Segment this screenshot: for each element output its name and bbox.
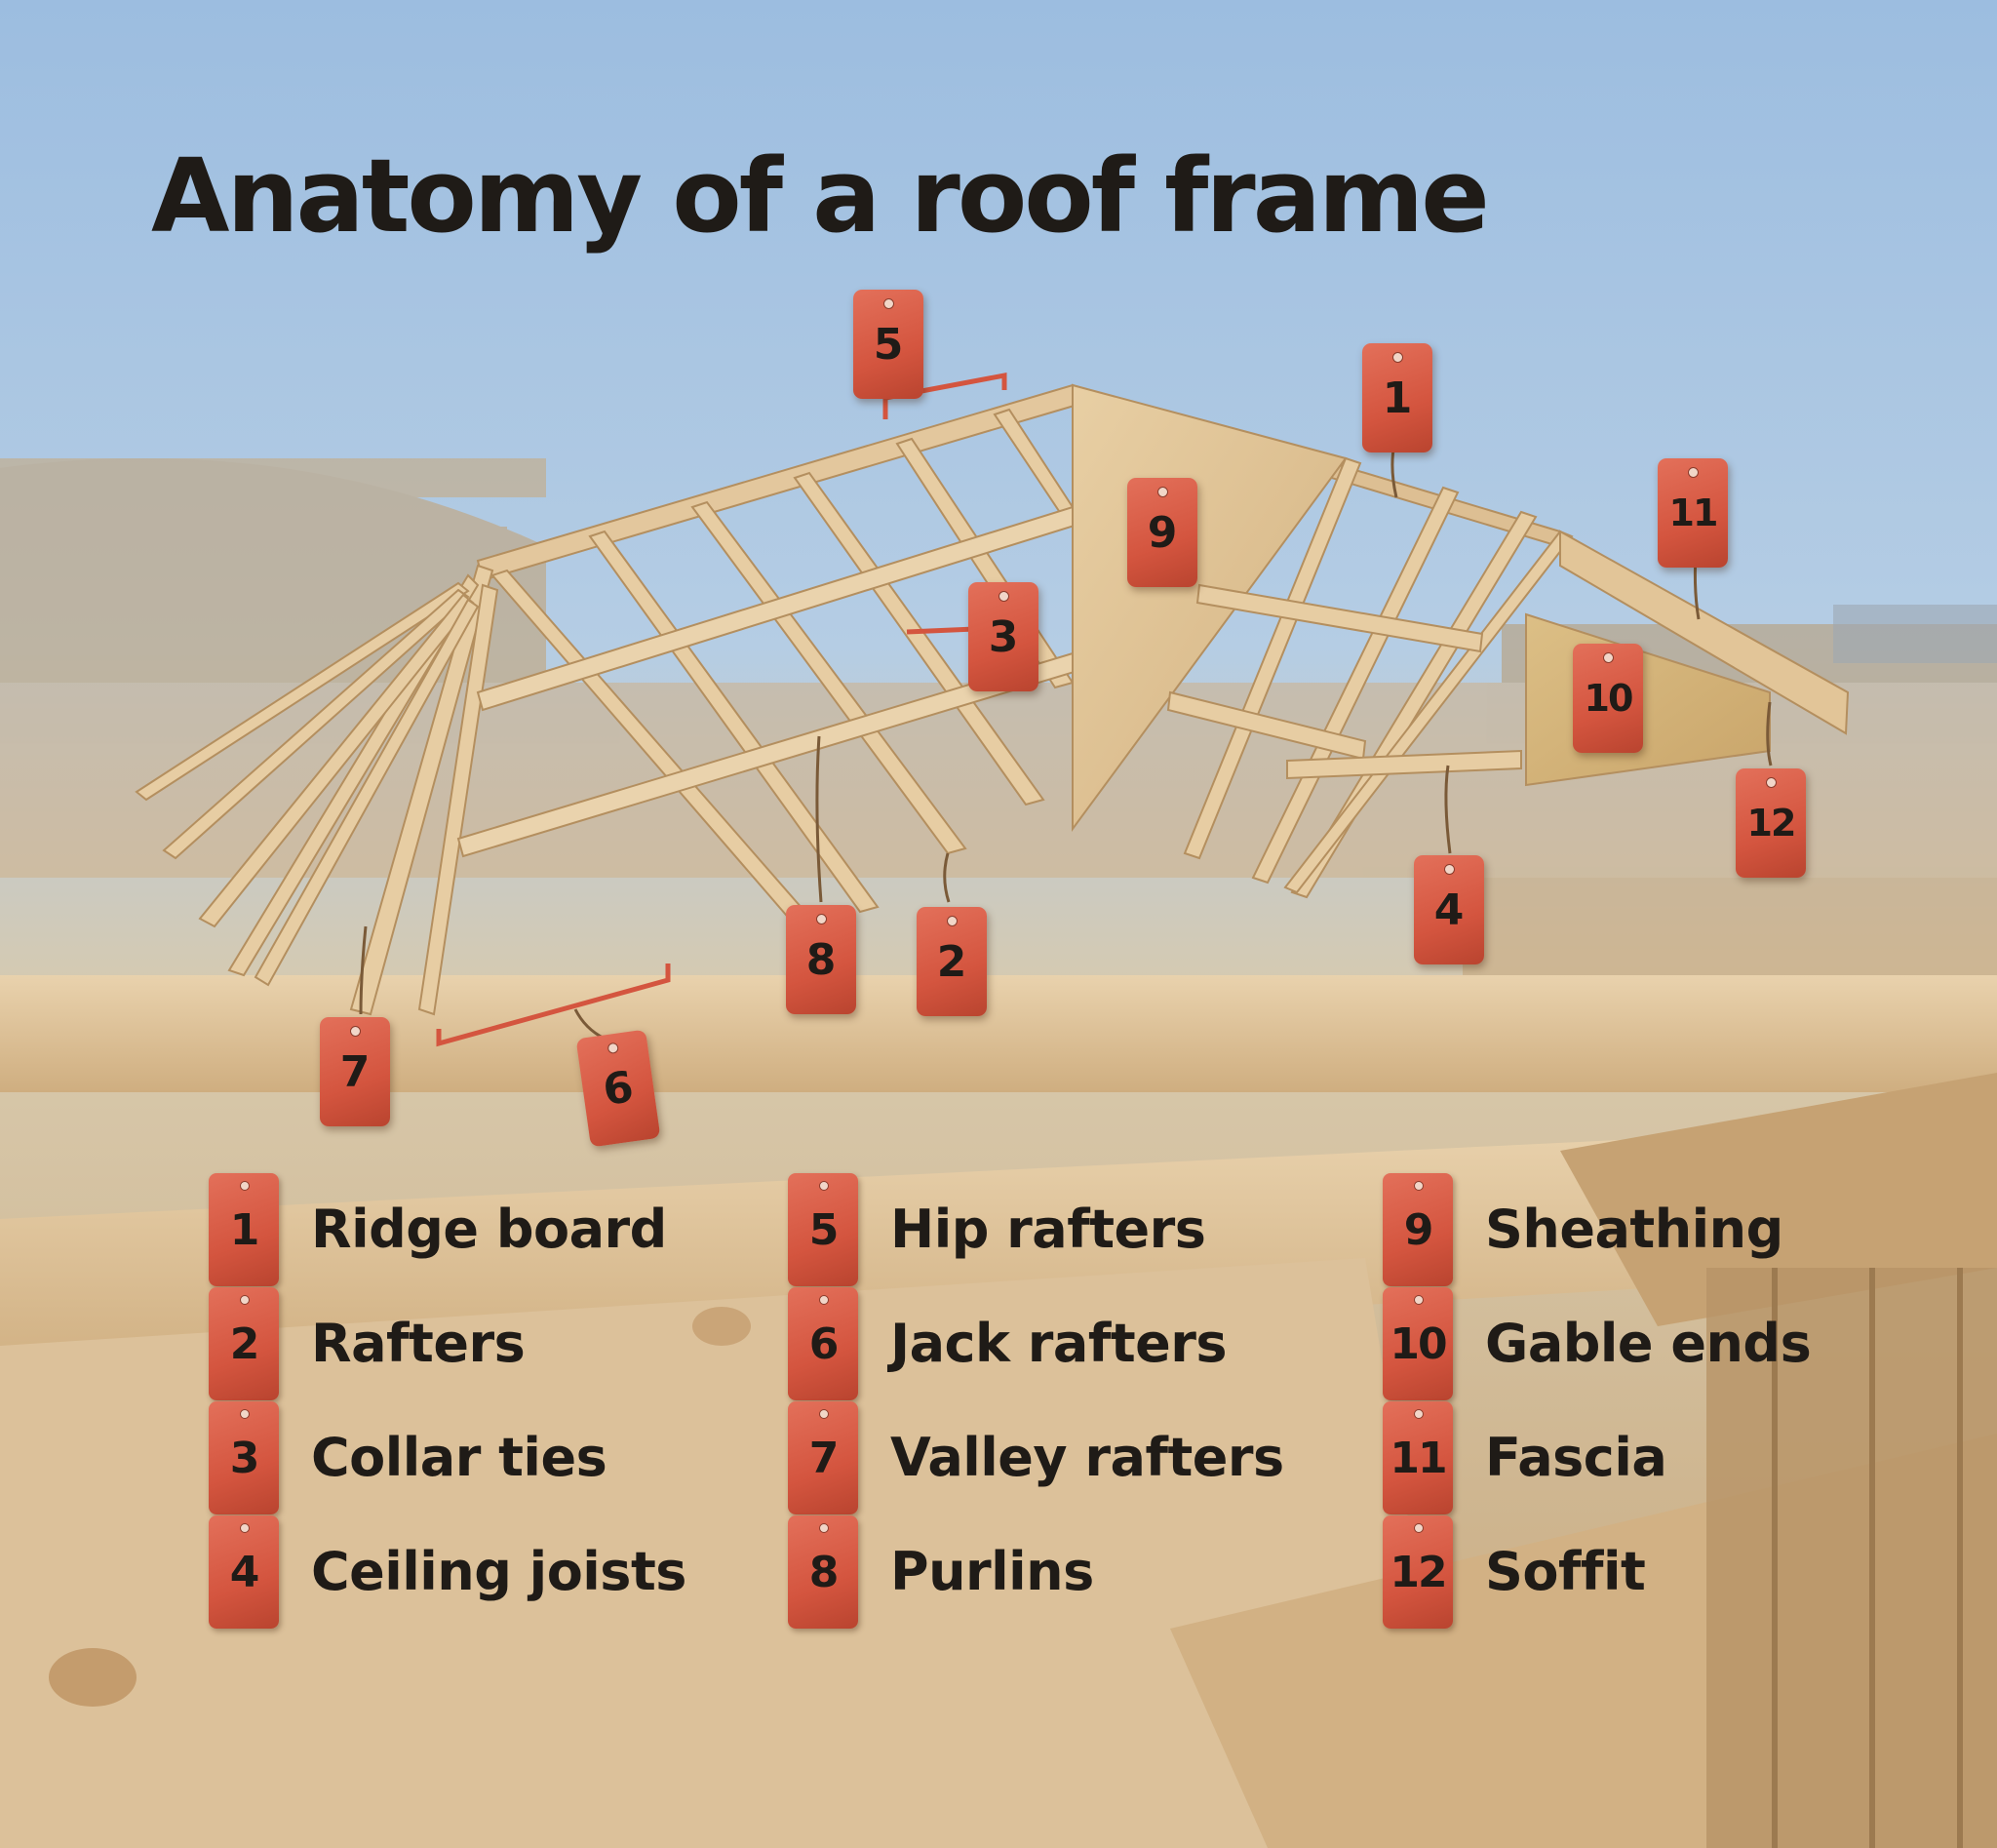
legend-tag: 5 [788,1173,858,1286]
legend-label: Ceiling joists [311,1541,686,1602]
foreground-beams [0,975,1997,1848]
page-title: Anatomy of a roof frame [151,137,1490,256]
legend-tag: 11 [1383,1401,1453,1514]
diagram-tag-6: 6 [575,1029,661,1148]
diagram-tag-1: 1 [1362,343,1432,452]
roof-frame [135,383,1850,1016]
diagram-tag-2: 2 [917,907,987,1016]
fascia-board [1559,530,1850,735]
legend-tag: 3 [209,1401,279,1514]
legend-label: Ridge board [311,1199,667,1260]
legend-label: Sheathing [1485,1199,1783,1260]
legend-label: Collar ties [311,1427,607,1488]
legend-tag: 8 [788,1515,858,1629]
bracket-5 [882,372,1007,419]
bracket-6 [436,963,671,1047]
legend-tag: 9 [1383,1173,1453,1286]
legend-label: Gable ends [1485,1313,1812,1374]
legend-tag: 2 [209,1287,279,1400]
diagram-tag-4: 4 [1414,855,1484,964]
diagram-tag-11: 11 [1658,458,1728,568]
legend-label: Soffit [1485,1541,1646,1602]
legend-label: Purlins [890,1541,1094,1602]
diagram-tag-8: 8 [786,905,856,1014]
legend-tag: 4 [209,1515,279,1629]
legend-tag: 1 [209,1173,279,1286]
legend-tag: 10 [1383,1287,1453,1400]
legend-label: Jack rafters [890,1313,1228,1374]
diagram-tag-3: 3 [968,582,1038,691]
line-3 [906,626,976,635]
legend-label: Valley rafters [890,1427,1284,1488]
diagram-tag-7: 7 [320,1017,390,1126]
legend-tag: 6 [788,1287,858,1400]
legend-label: Fascia [1485,1427,1667,1488]
legend-tag: 7 [788,1401,858,1514]
diagram-tag-9: 9 [1127,478,1197,587]
diagram-tag-5: 5 [853,290,923,399]
callout-lines [436,372,1007,1047]
legend-label: Hip rafters [890,1199,1206,1260]
diagram-tag-12: 12 [1736,768,1806,878]
legend-tag: 12 [1383,1515,1453,1629]
tag-strings [359,443,1773,1041]
legend-label: Rafters [311,1313,526,1374]
diagram-tag-10: 10 [1573,644,1643,753]
